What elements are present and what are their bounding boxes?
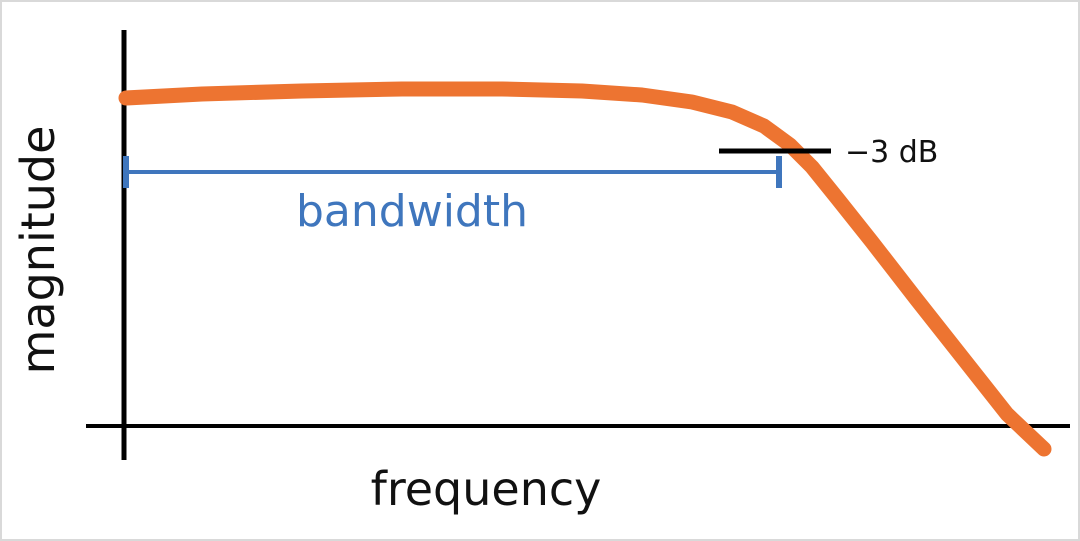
plot-layer <box>86 30 1070 460</box>
minus-3db-label: −3 dB <box>845 135 938 170</box>
y-axis-label: magnitude <box>11 126 65 375</box>
bandwidth-label: bandwidth <box>296 186 528 237</box>
frequency-response-curve <box>118 81 1052 457</box>
x-axis-label: frequency <box>371 462 602 516</box>
